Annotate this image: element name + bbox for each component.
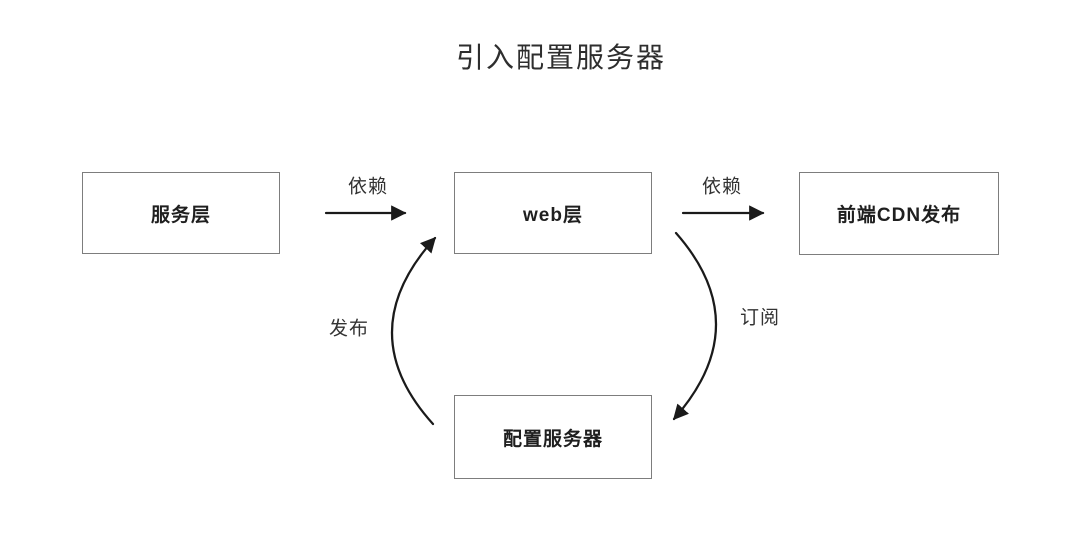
edge-label-subscribe: 订阅 xyxy=(739,307,781,329)
node-web-layer-label: web层 xyxy=(523,204,583,226)
node-service-layer-label: 服务层 xyxy=(150,204,211,226)
node-config-server-label: 配置服务器 xyxy=(502,428,603,450)
node-web-layer: web层 xyxy=(454,172,652,254)
node-config-server: 配置服务器 xyxy=(454,395,652,479)
edge-subscribe-arrow xyxy=(672,231,718,421)
node-cdn-publish: 前端CDN发布 xyxy=(799,172,999,255)
node-cdn-publish-label: 前端CDN发布 xyxy=(836,205,962,226)
edge-publish-arrow xyxy=(390,236,437,426)
page-title: 引入配置服务器 xyxy=(455,42,666,73)
edge-label-publish: 发布 xyxy=(328,318,370,340)
edge-label-dependency-1: 依赖 xyxy=(347,176,389,198)
edge-label-dependency-2: 依赖 xyxy=(701,176,743,198)
node-service-layer: 服务层 xyxy=(82,172,280,254)
